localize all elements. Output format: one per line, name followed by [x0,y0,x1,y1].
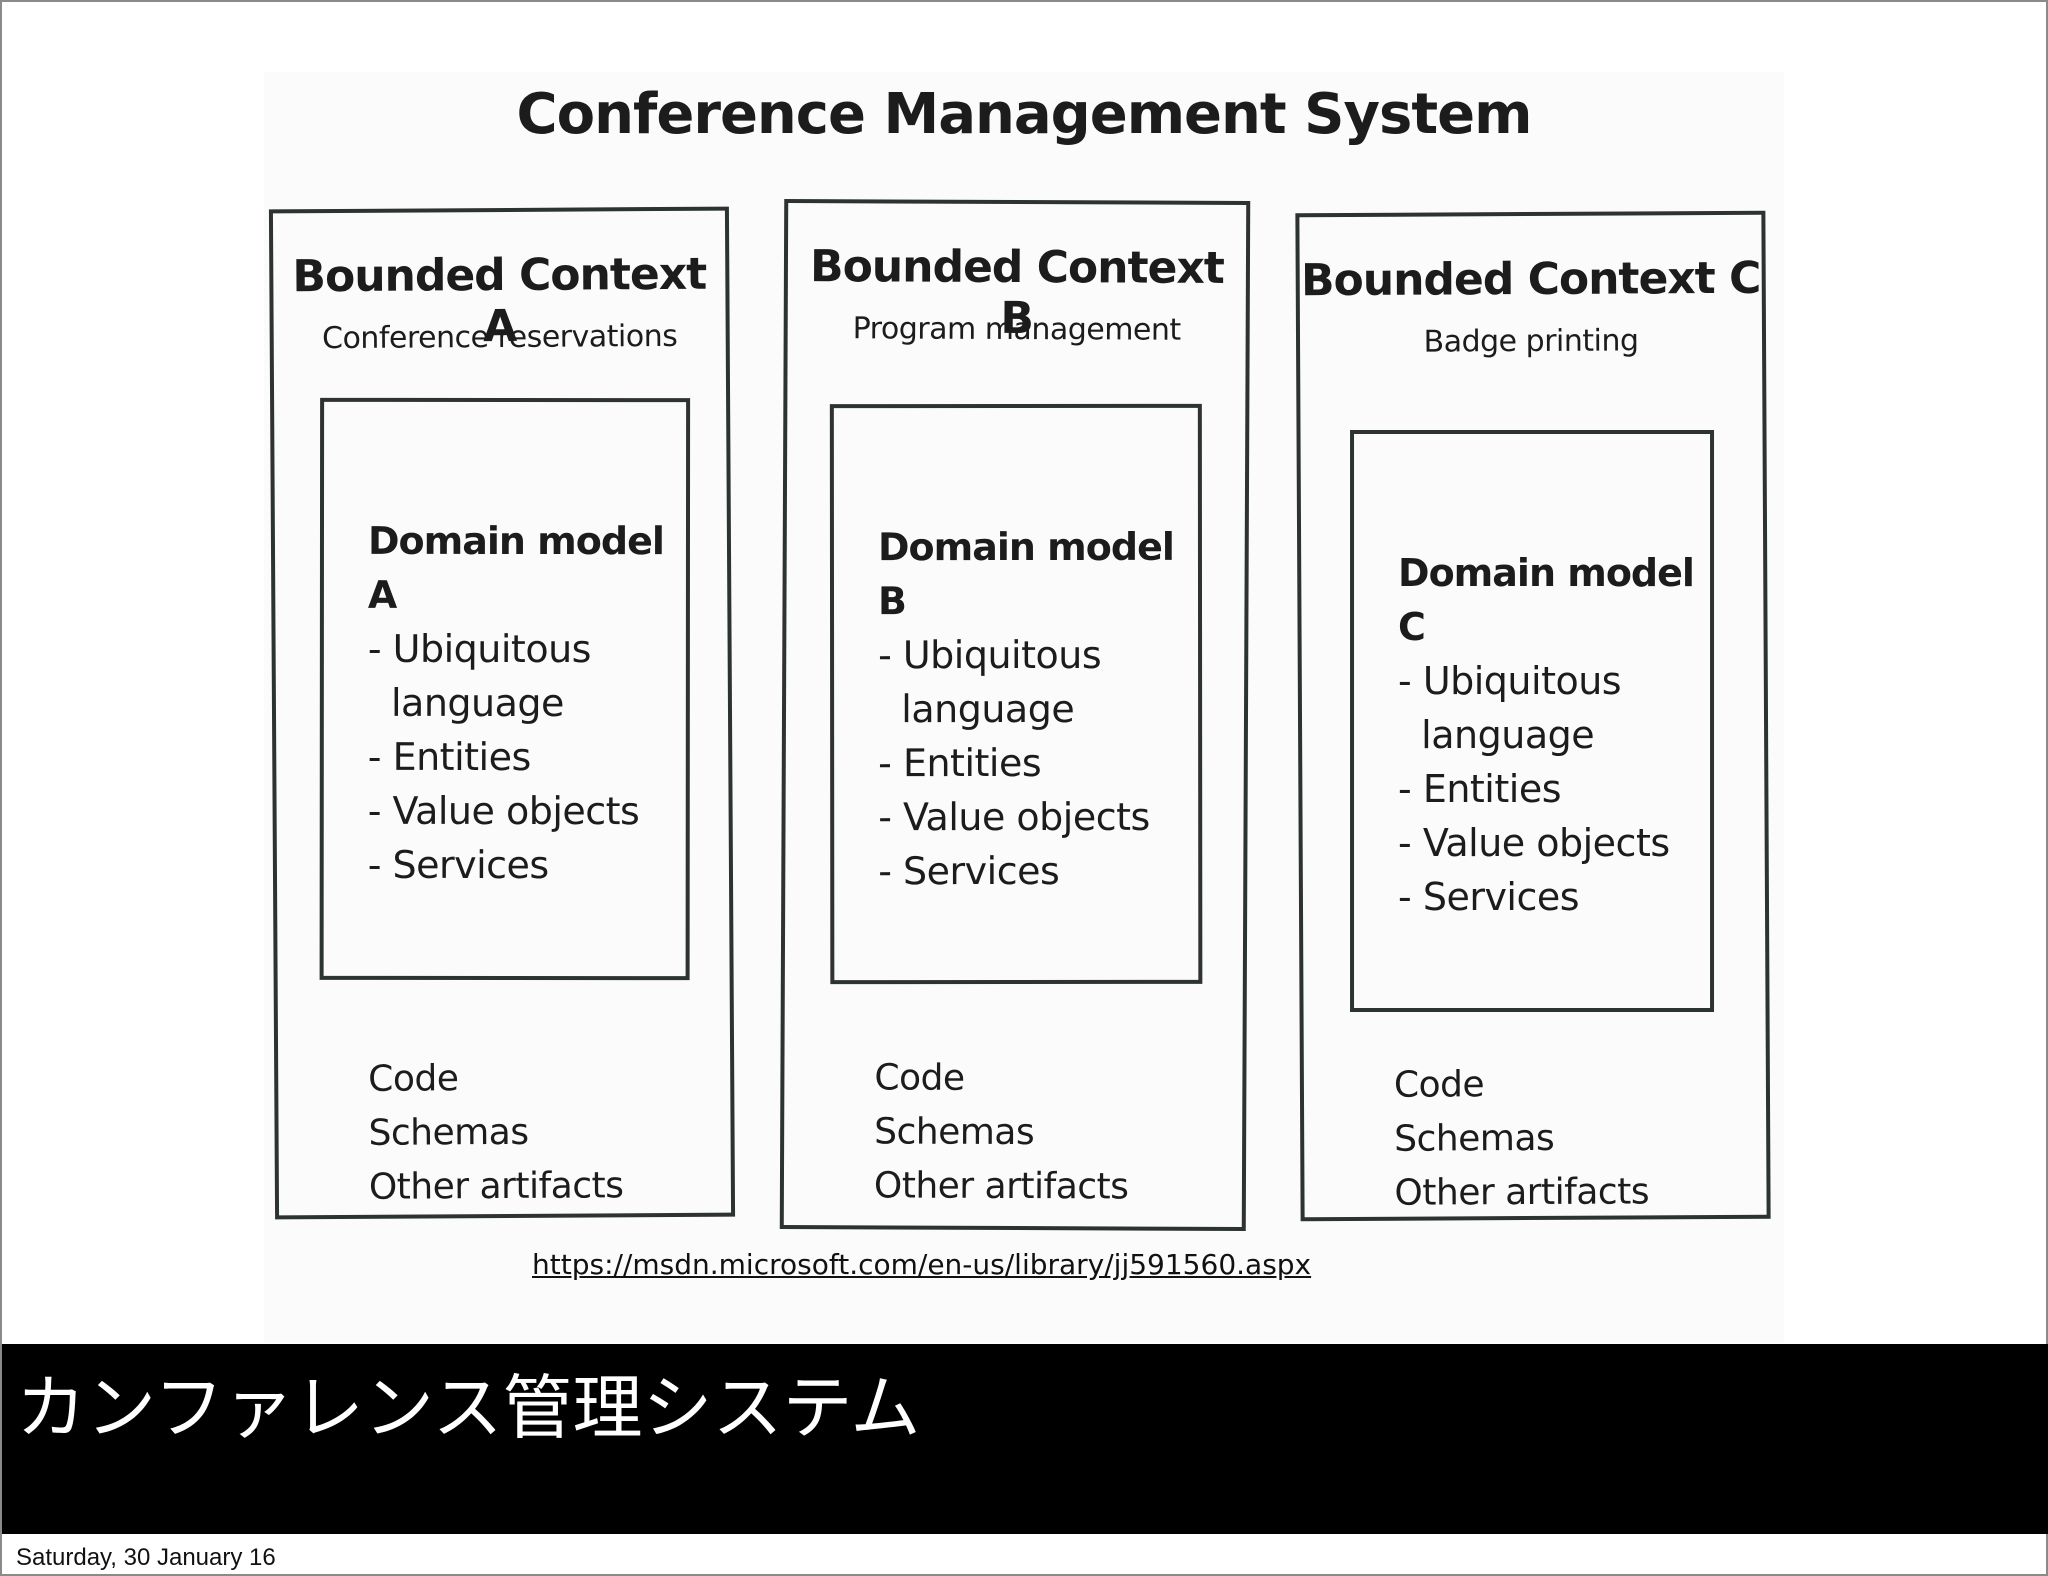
domain-model-box: Domain model B - Ubiquitous language - E… [829,403,1203,985]
domain-model-item: - Services [1398,875,1580,920]
bounded-context-b: Bounded Context B Program management Dom… [779,198,1251,1232]
domain-model: Domain model C - Ubiquitous language - E… [1398,546,1728,924]
artifact-item: Other artifacts [873,1165,1129,1208]
caption-text: カンファレンス管理システム [16,1367,921,1449]
domain-model-item: - Value objects [878,794,1150,840]
domain-model-title: Domain model C [1398,551,1694,650]
domain-model-item: - Services [878,848,1060,894]
artifact-item: Schemas [1394,1117,1555,1160]
context-title: Bounded Context C [1300,252,1761,307]
artifact-item: Other artifacts [1394,1171,1650,1214]
date-footer: Saturday, 30 January 16 [16,1544,276,1571]
artifact-list: Code Schemas Other artifacts [368,1051,624,1215]
artifact-item: Other artifacts [368,1165,624,1208]
artifact-list: Code Schemas Other artifacts [874,1051,1129,1214]
domain-model-item: - Value objects [367,788,640,834]
context-subtitle: Program management [852,311,1181,348]
artifact-item: Code [368,1058,459,1100]
domain-model-item: - Entities [878,740,1042,786]
domain-model-box: Domain model A - Ubiquitous language - E… [319,397,691,981]
bounded-context-a: Bounded Context A Conference reservation… [268,206,736,1220]
diagram-title: Conference Management System [516,82,1533,147]
domain-model-item: - Ubiquitous [367,626,591,672]
domain-model: Domain model A - Ubiquitous language - E… [368,514,698,892]
domain-model-item: language [367,680,564,726]
domain-model-item: - Value objects [1398,821,1670,866]
artifact-item: Schemas [874,1111,1035,1154]
caption-bar: カンファレンス管理システム [2,1344,2048,1534]
domain-model-item: language [1398,713,1595,758]
diagram-image: Conference Management System Bounded Con… [264,72,1784,1342]
artifact-list: Code Schemas Other artifacts [1394,1057,1649,1220]
domain-model-item: language [878,686,1075,732]
domain-model-box: Domain model C - Ubiquitous language - E… [1350,430,1715,1013]
domain-model-item: - Entities [1398,767,1562,812]
domain-model-title: Domain model B [877,524,1174,624]
domain-model-item: - Entities [367,734,531,780]
domain-model-item: - Services [367,842,549,888]
domain-model-item: - Ubiquitous [878,632,1102,678]
artifact-item: Schemas [368,1111,529,1154]
context-subtitle: Badge printing [1423,323,1639,360]
context-subtitle: Conference reservations [321,318,678,357]
domain-model-title: Domain model A [367,518,664,617]
bounded-context-c: Bounded Context C Badge printing Domain … [1295,210,1771,1222]
domain-model-item: - Ubiquitous [1398,659,1622,704]
artifact-item: Code [1393,1064,1485,1106]
artifact-item: Code [874,1057,965,1099]
domain-model: Domain model B - Ubiquitous language - E… [878,520,1208,898]
source-link[interactable]: https://msdn.microsoft.com/en-us/library… [532,1248,1312,1281]
